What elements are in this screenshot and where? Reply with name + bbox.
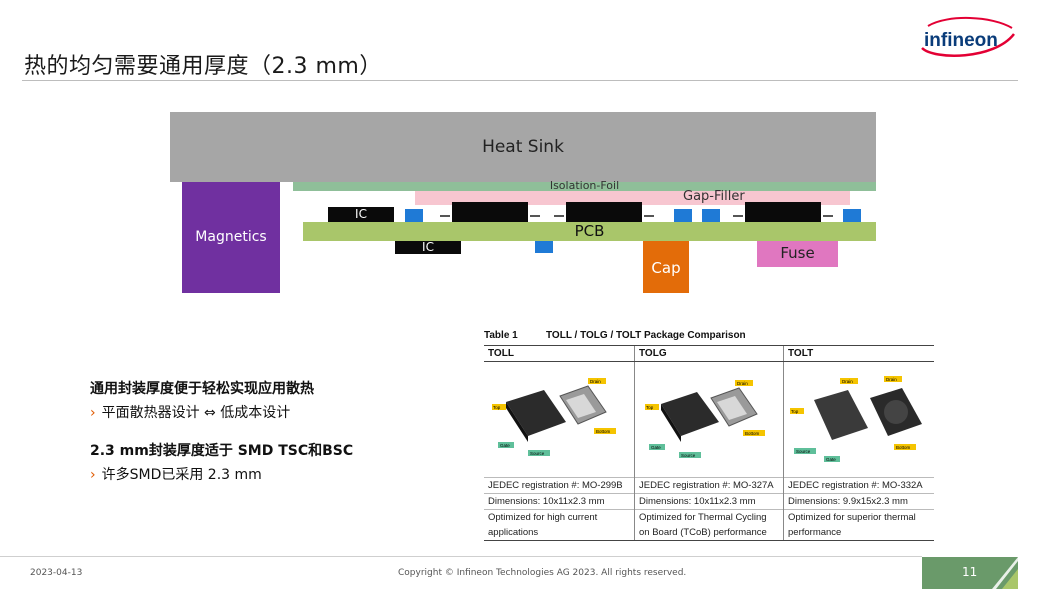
table-cell: JEDEC registration #: MO-327A — [634, 477, 784, 494]
bullet-item-1-text: 平面散热器设计 ⇔ 低成本设计 — [101, 405, 291, 421]
component-top-4 — [843, 209, 861, 222]
tolg-package-image: Top Drain Bottom Gate Source — [634, 361, 784, 478]
infineon-logo: infineon — [921, 17, 1015, 57]
isolation-foil: Isolation-Foil — [293, 179, 876, 192]
bullet-list: 通用封装厚度便于轻松实现应用散热 › 平面散热器设计 ⇔ 低成本设计 2.3 mm… — [90, 378, 470, 484]
package-comparison-table: Table 1 TOLL / TOLG / TOLT Package Compa… — [484, 330, 934, 541]
table-cell: JEDEC registration #: MO-299B — [484, 477, 635, 494]
package-lead — [554, 215, 564, 219]
label-drain: Drain — [590, 379, 601, 384]
tolt-package-image: Top Drain Drain Bottom Source Gate — [783, 361, 934, 478]
fuse: Fuse — [757, 241, 838, 267]
label-drain-2: Drain — [886, 377, 897, 382]
label-gate: Gate — [826, 457, 836, 462]
mosfet-package-1 — [452, 202, 528, 222]
page-number-badge — [922, 557, 1018, 589]
table-header-toll: TOLL — [484, 345, 635, 362]
footer-divider — [0, 556, 922, 557]
gap-filler: Gap-Filler — [415, 189, 850, 205]
table-cell: Dimensions: 10x11x2.3 mm — [634, 493, 784, 510]
bullet-item-2: › 许多SMD已采用 2.3 mm — [90, 464, 470, 484]
fuse-label: Fuse — [780, 244, 815, 262]
table-cell: Optimized for Thermal Cycling — [634, 509, 784, 525]
heat-sink-label: Heat Sink — [482, 137, 564, 157]
chevron-right-icon: › — [90, 405, 96, 421]
table-cell: applications — [484, 525, 635, 541]
table-row: Dimensions: 10x11x2.3 mm Dimensions: 10x… — [484, 493, 934, 510]
title-divider — [22, 80, 1018, 81]
chevron-right-icon: › — [90, 467, 96, 483]
label-gate: Gate — [651, 445, 661, 450]
label-drain: Drain — [737, 381, 748, 386]
gap-filler-label: Gap-Filler — [683, 189, 745, 204]
logo-wordmark: infineon — [924, 30, 998, 51]
magnetics: Magnetics — [182, 182, 280, 293]
component-top-3 — [702, 209, 720, 222]
footer-date: 2023-04-13 — [30, 568, 83, 578]
mosfet-package-3 — [745, 202, 821, 222]
label-bottom: Bottom — [596, 429, 611, 434]
label-bottom: Bottom — [896, 445, 911, 450]
label-gate: Gate — [500, 443, 510, 448]
label-source: Source — [530, 451, 545, 456]
component-top-2 — [674, 209, 692, 222]
mosfet-package-2 — [566, 202, 642, 222]
bullet-item-1: › 平面散热器设计 ⇔ 低成本设计 — [90, 402, 470, 422]
table-cell: Optimized for superior thermal — [783, 509, 934, 525]
table-row: Optimized for high current Optimized for… — [484, 509, 934, 525]
table-row: applications on Board (TCoB) performance… — [484, 525, 934, 541]
ic-top-label: IC — [355, 207, 367, 221]
page-number: 11 — [962, 565, 978, 579]
component-bottom-1 — [535, 241, 553, 253]
package-lead — [530, 215, 540, 219]
ic-top: IC — [328, 207, 394, 222]
label-top: Top — [493, 405, 501, 410]
table-cell: Dimensions: 10x11x2.3 mm — [484, 493, 635, 510]
package-lead — [440, 215, 450, 219]
bullet-heading-1: 通用封装厚度便于轻松实现应用散热 — [90, 381, 314, 397]
footer-copyright: Copyright © Infineon Technologies AG 202… — [398, 568, 687, 578]
package-lead — [644, 215, 654, 219]
table-number: Table 1 — [484, 330, 518, 341]
table-cell: Optimized for high current — [484, 509, 635, 525]
component-top-1 — [405, 209, 423, 222]
capacitor-label: Cap — [651, 259, 681, 277]
table-cell: on Board (TCoB) performance — [634, 525, 784, 541]
package-lead — [823, 215, 833, 219]
table-caption: Table 1 TOLL / TOLG / TOLT Package Compa… — [484, 330, 932, 341]
ic-bottom-label: IC — [422, 240, 434, 254]
label-top: Top — [646, 405, 654, 410]
pcb-label: PCB — [574, 222, 605, 240]
slide-title: 热的均匀需要通用厚度（2.3 mm） — [24, 54, 382, 79]
label-source: Source — [681, 453, 696, 458]
label-top: Top — [791, 409, 799, 414]
table-cell: performance — [783, 525, 934, 541]
table-header-tolt: TOLT — [783, 345, 934, 362]
label-bottom: Bottom — [745, 431, 760, 436]
isolation-foil-label: Isolation-Foil — [549, 179, 620, 192]
package-lead — [733, 215, 743, 219]
magnetics-label: Magnetics — [195, 229, 267, 245]
toll-package-image: Top Drain Bottom Gate Source — [484, 362, 635, 478]
table-cell: JEDEC registration #: MO-332A — [783, 477, 934, 494]
capacitor: Cap — [643, 241, 689, 293]
table-title: TOLL / TOLG / TOLT Package Comparison — [546, 330, 746, 341]
pcb: PCB — [303, 222, 876, 241]
label-source: Source — [796, 449, 811, 454]
table-header-tolg: TOLG — [634, 345, 784, 362]
table-row: JEDEC registration #: MO-299B JEDEC regi… — [484, 477, 934, 494]
ic-bottom: IC — [395, 241, 461, 254]
bullet-heading-2: 2.3 mm封装厚度适于 SMD TSC和BSC — [90, 443, 354, 459]
bullet-item-2-text: 许多SMD已采用 2.3 mm — [101, 467, 262, 483]
heat-sink: Heat Sink — [170, 112, 876, 182]
label-drain: Drain — [842, 379, 853, 384]
table-cell: Dimensions: 9.9x15x2.3 mm — [783, 493, 934, 510]
